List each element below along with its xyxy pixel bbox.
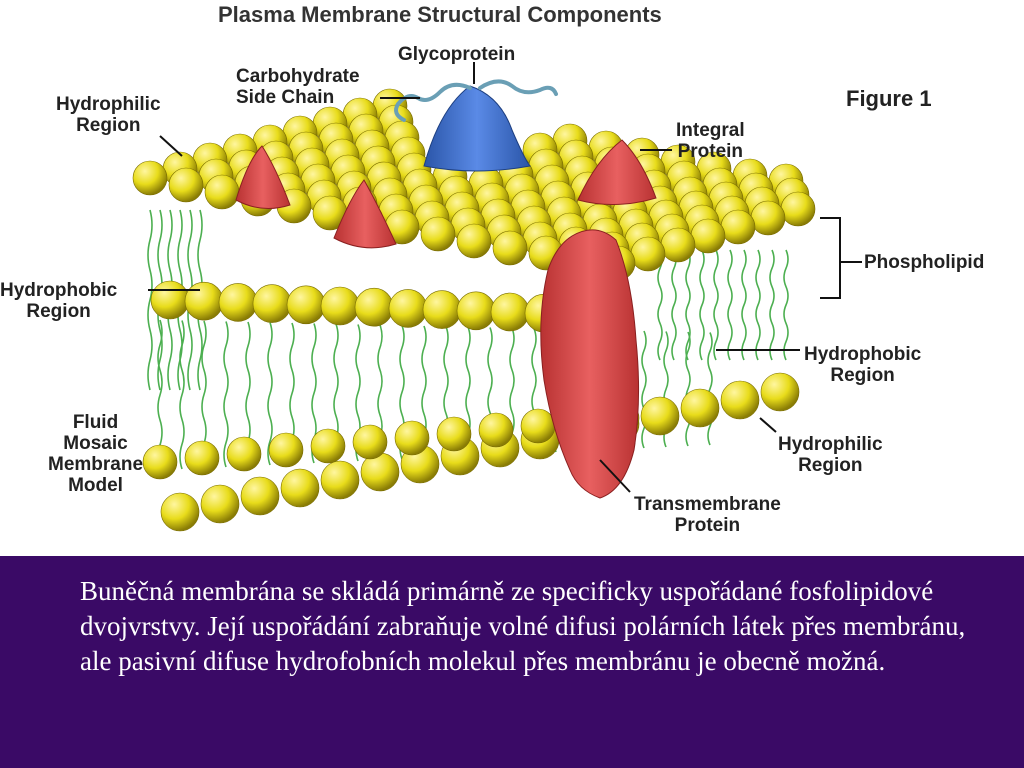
- membrane-figure: Plasma Membrane Structural Components Fi…: [0, 2, 985, 536]
- phospholipid-head: [352, 424, 388, 460]
- label-carbohydrate-side-chain: Carbohydrate Side Chain: [236, 66, 360, 108]
- phospholipid-head: [492, 230, 528, 266]
- phospholipid-head: [388, 289, 428, 328]
- phospholipid-head: [660, 227, 696, 263]
- phospholipid-head: [456, 223, 492, 259]
- phospholipid-head: [680, 388, 720, 428]
- phospholipid-head: [760, 372, 800, 412]
- phospholipid-head: [478, 412, 514, 448]
- label-hydrophilic-region-bottom: Hydrophilic Region: [778, 434, 883, 476]
- fatty-acid-tail: [769, 249, 775, 361]
- phospholipid-head: [184, 440, 220, 476]
- phospholipid-head: [280, 468, 320, 508]
- label-hydrophilic-region-top: Hydrophilic Region: [56, 94, 161, 136]
- label-fluid-mosaic-model: Fluid Mosaic Membrane Model: [48, 412, 144, 496]
- phospholipid-head: [520, 408, 556, 444]
- phospholipid-head: [310, 428, 346, 464]
- label-transmembrane-protein: Transmembrane Protein: [634, 494, 781, 536]
- fatty-acid-tail: [741, 249, 747, 361]
- caption-text: Buněčná membrána se skládá primárně ze s…: [80, 576, 966, 676]
- glycoprotein-shape: [423, 85, 531, 172]
- phospholipid-head: [320, 460, 360, 500]
- fatty-acid-tail: [727, 249, 733, 361]
- phospholipid-head: [720, 209, 756, 245]
- phospholipid-head: [456, 291, 496, 331]
- label-integral-protein: Integral Protein: [676, 120, 745, 162]
- fatty-acid-tail: [657, 249, 663, 361]
- integral-protein-right: [577, 139, 657, 206]
- protein-layer: [235, 79, 657, 499]
- phospholipid-head: [490, 292, 530, 332]
- caption-panel: [0, 556, 1024, 768]
- phospholipid-head: [394, 420, 430, 456]
- label-glycoprotein: Glycoprotein: [398, 44, 516, 65]
- phospholipid-head: [226, 436, 262, 472]
- phospholipid-head: [268, 432, 304, 468]
- label-hydrophobic-region-left: Hydrophobic Region: [0, 280, 118, 322]
- fatty-acid-tail: [707, 332, 713, 446]
- fatty-acid-tail: [685, 331, 691, 447]
- phospholipid-head: [720, 380, 760, 420]
- phospholipid-head: [204, 174, 240, 210]
- fatty-acid-tail: [147, 209, 153, 391]
- integral-protein-center: [333, 179, 397, 249]
- fatty-acid-tail: [671, 249, 677, 361]
- fatty-acid-tail: [223, 321, 229, 468]
- integral-protein-left: [235, 145, 291, 210]
- phospholipid-head: [142, 444, 178, 480]
- fatty-acid-tail: [713, 249, 719, 361]
- phospholipid-head: [436, 416, 472, 452]
- fatty-acid-tail: [699, 249, 705, 361]
- fatty-acid-tail: [685, 249, 691, 361]
- phospholipid-head: [690, 218, 726, 254]
- phospholipid-head: [320, 286, 360, 326]
- membrane-illustration: [132, 62, 862, 532]
- leader-lines: [148, 62, 862, 493]
- phospholipid-head: [252, 284, 292, 323]
- phospholipid-head: [640, 396, 680, 436]
- phospholipid-head: [780, 191, 816, 227]
- phospholipid-head: [184, 281, 224, 321]
- carbohydrate-chain-right: [478, 79, 558, 96]
- fatty-acid-tail: [267, 322, 273, 466]
- phospholipid-head: [422, 290, 462, 329]
- phospholipid-head: [218, 283, 258, 322]
- phospholipid-head: [132, 160, 168, 196]
- phospholipid-head: [240, 476, 280, 516]
- phospholipid-head: [200, 484, 240, 524]
- fatty-acid-tail: [755, 249, 761, 361]
- fatty-acid-tail: [783, 249, 789, 361]
- phospholipid-head: [150, 280, 190, 320]
- phospholipid-head: [630, 236, 666, 272]
- fatty-acid-tail: [641, 330, 647, 449]
- label-phospholipid: Phospholipid: [864, 252, 985, 273]
- phospholipid-head: [354, 287, 394, 327]
- figure-title: Plasma Membrane Structural Components: [218, 2, 662, 27]
- phospholipid-head: [160, 492, 200, 532]
- phospholipid-head: [286, 285, 326, 325]
- phospholipid-head: [750, 200, 786, 236]
- phospholipid-head: [420, 216, 456, 252]
- label-hydrophobic-region-right: Hydrophobic Region: [804, 344, 922, 386]
- figure-number: Figure 1: [846, 86, 932, 111]
- phospholipid-head: [168, 167, 204, 203]
- transmembrane-protein-shape: [540, 229, 640, 499]
